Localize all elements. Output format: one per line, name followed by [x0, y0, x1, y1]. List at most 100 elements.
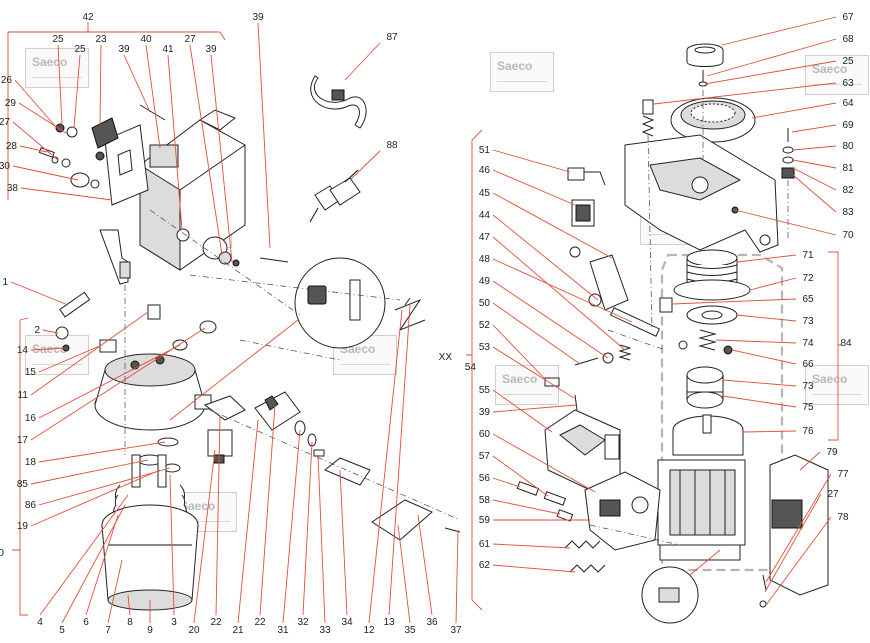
watermark-text: Saeco [812, 372, 848, 386]
leader-line [339, 469, 348, 616]
leader-line [492, 280, 609, 359]
part-label-58: 58 [479, 495, 491, 506]
leader-line [492, 404, 577, 413]
leader-line [193, 449, 216, 624]
rotary-knob [176, 228, 240, 267]
leader-line [123, 54, 151, 113]
part-label-20: 20 [188, 625, 200, 636]
part-label-79: 79 [826, 447, 838, 458]
leader-line [39, 494, 129, 616]
part-label-5: 5 [59, 625, 65, 636]
control-unit-housing [139, 109, 246, 271]
leader-line [417, 514, 433, 616]
leader-line [397, 524, 411, 624]
part-label-1: 1 [2, 277, 8, 288]
part-label-60: 60 [479, 429, 491, 440]
leader-line [653, 82, 837, 105]
part-label-39: 39 [205, 44, 217, 55]
cable-tie [310, 75, 367, 129]
leader-line [30, 327, 206, 441]
leader-line [736, 254, 797, 263]
leader-line [749, 277, 797, 291]
watermark-text: Saeco [497, 59, 533, 73]
part-label-62: 62 [479, 560, 491, 571]
part-label-38: 38 [7, 183, 19, 194]
leader-line [42, 329, 59, 334]
leader-line [792, 145, 837, 151]
part-label-47: 47 [479, 232, 491, 243]
part-label-72: 72 [802, 273, 814, 284]
leader-line [30, 469, 161, 527]
leader-line [492, 214, 599, 301]
saeco-watermark: Saeco [333, 335, 397, 375]
leader-line [792, 159, 837, 169]
part-label-54: 54 [465, 362, 477, 373]
part-label-34: 34 [341, 617, 353, 628]
leader-line [38, 467, 171, 506]
leader-line [731, 349, 797, 365]
part-label-14: 14 [17, 345, 29, 356]
part-label-7: 7 [105, 625, 111, 636]
gear-ring [670, 97, 756, 143]
motor-cover [769, 454, 829, 596]
leader-line [492, 169, 576, 206]
part-label-16: 16 [25, 413, 37, 424]
part-label-32: 32 [297, 617, 309, 628]
lever-arm [588, 254, 661, 337]
part-label-4: 4 [37, 617, 43, 628]
part-label-51: 51 [479, 145, 491, 156]
part-label-37: 37 [450, 625, 462, 636]
drive-spring [673, 249, 751, 301]
part-label-65: 65 [802, 294, 814, 305]
part-label-11: 11 [18, 390, 29, 401]
saeco-watermark: Saeco [805, 55, 869, 95]
part-label-39: 39 [479, 407, 491, 418]
leader-line [492, 564, 576, 573]
part-label-22: 22 [210, 617, 222, 628]
part-label-44: 44 [479, 210, 491, 221]
part-label-52: 52 [479, 320, 491, 331]
watermark-text: Saeco [180, 499, 216, 513]
solenoid-coil [571, 199, 595, 227]
leader-line [12, 121, 59, 161]
leader-line [715, 339, 797, 344]
part-label-53: 53 [479, 342, 491, 353]
part-label-85: 85 [17, 479, 29, 490]
leader-line [10, 281, 69, 306]
leader-line [492, 543, 571, 549]
bracket-84 [828, 251, 842, 441]
part-label-61: 61 [479, 539, 491, 550]
circuit-board [91, 117, 149, 206]
saeco-watermark: Saeco [25, 335, 89, 375]
leader-line [742, 430, 797, 433]
leader-line [215, 414, 221, 616]
leader-line [492, 258, 633, 323]
part-label-87: 87 [386, 32, 398, 43]
leader-line [85, 514, 119, 616]
part-label-25: 25 [52, 34, 64, 45]
part-label-76: 76 [802, 426, 814, 437]
part-label-67: 67 [842, 12, 854, 23]
leader-line [169, 474, 175, 616]
part-label-81: 81 [842, 163, 854, 174]
main-frame [624, 134, 779, 253]
leader-line [189, 44, 223, 256]
part-label-15: 15 [25, 367, 37, 378]
leader-line [791, 124, 837, 133]
part-label-21: 21 [232, 625, 244, 636]
part-label-27: 27 [827, 489, 839, 500]
leader-line [671, 298, 797, 305]
part-label-45: 45 [479, 188, 491, 199]
part-label-23: 23 [95, 34, 107, 45]
leader-line [38, 344, 103, 373]
leader-line [167, 54, 183, 231]
leader-line [455, 529, 459, 624]
part-label-9: 9 [147, 625, 153, 636]
part-label-70: 70 [842, 230, 854, 241]
leader-line [492, 499, 561, 515]
connector-bundle [309, 169, 361, 223]
leader-line [237, 419, 259, 624]
valve-body [254, 391, 325, 457]
part-label-27: 27 [184, 34, 196, 45]
